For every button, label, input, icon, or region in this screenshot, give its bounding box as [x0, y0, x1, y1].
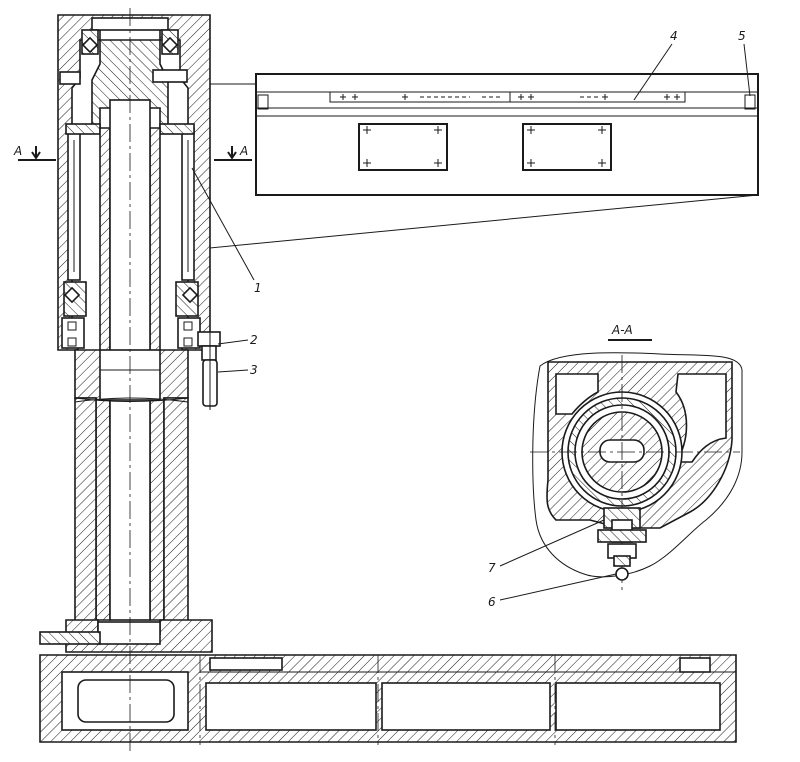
rail-screws [340, 94, 680, 100]
section-mark-right: A [239, 144, 248, 158]
callout-2: 2 [250, 333, 258, 347]
callout-7: 7 [488, 561, 496, 575]
callouts: 1 2 3 4 5 6 7 [191, 29, 751, 609]
clamp-bolt [197, 331, 221, 410]
centre-lines [129, 8, 556, 752]
rail-4 [329, 91, 686, 103]
arm [209, 73, 759, 249]
stop-5 [744, 94, 756, 110]
callout-5: 5 [738, 29, 746, 43]
sleeve-housing [57, 14, 211, 351]
section-mark-left: A [13, 144, 22, 158]
section-a-a: А-А [530, 323, 743, 590]
callout-6: 6 [488, 595, 496, 609]
callout-4: 4 [670, 29, 678, 43]
callout-1: 1 [254, 281, 262, 295]
base [39, 654, 737, 743]
section-title: А-А [611, 323, 633, 337]
section-marks: A A [13, 144, 252, 161]
arm-window-left [358, 123, 448, 171]
arm-window-right [522, 123, 612, 171]
callout-3: 3 [250, 363, 258, 377]
